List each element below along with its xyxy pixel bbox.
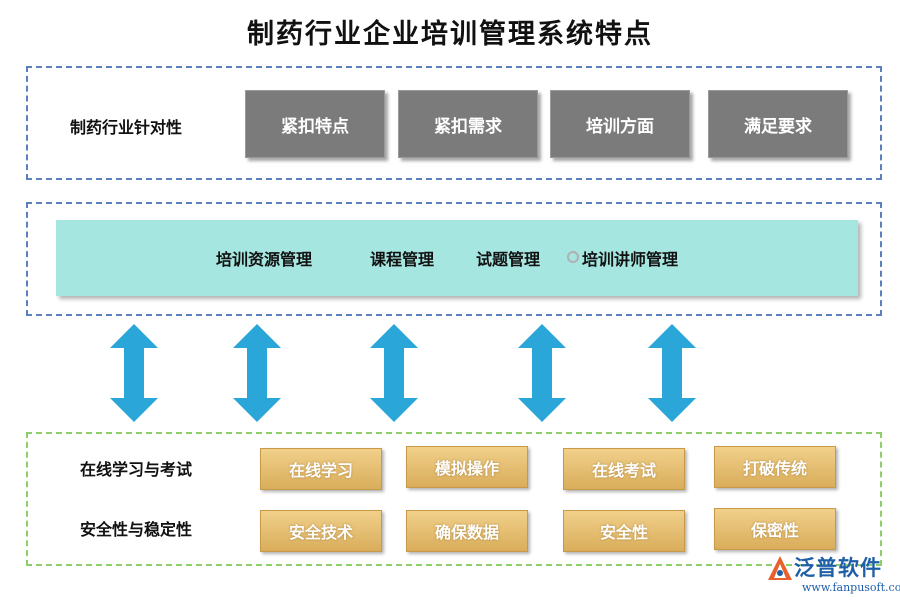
section-features (26, 432, 882, 566)
feature-online-learning: 在线学习 (260, 448, 382, 490)
row2-label: 安全性与稳定性 (80, 520, 193, 539)
double-arrow-icon (648, 324, 696, 422)
section1-label: 制药行业针对性 (70, 118, 183, 137)
feature-security-tech: 安全技术 (260, 510, 382, 552)
double-arrow-icon (110, 324, 158, 422)
section-management-modules (26, 202, 882, 316)
feature-online-exam: 在线考试 (563, 448, 685, 490)
feature-security: 安全性 (563, 510, 685, 552)
row1-label: 在线学习与考试 (80, 460, 193, 479)
feature-simulation: 模拟操作 (406, 446, 528, 488)
logo-mark-icon (768, 556, 792, 580)
feature-box-1: 紧扣特点 (245, 90, 385, 158)
feature-box-4: 满足要求 (708, 90, 848, 158)
page-title: 制药行业企业培训管理系统特点 (247, 19, 653, 50)
feature-box-3: 培训方面 (550, 90, 690, 158)
feature-break-tradition: 打破传统 (714, 446, 836, 488)
feature-confidentiality: 保密性 (714, 508, 836, 550)
logo-name: 泛普软件 (794, 556, 882, 580)
module-training-resources: 培训资源管理 (216, 250, 313, 269)
feature-box-2: 紧扣需求 (398, 90, 538, 158)
double-arrow-icon (370, 324, 418, 422)
module-exam-questions: 试题管理 (476, 250, 541, 269)
modules-bar (56, 220, 858, 296)
brand-logo: 泛普软件 www.fanpusoft.com (766, 552, 900, 598)
module-instructors: 培训讲师管理 (582, 250, 679, 269)
refresh-icon (567, 251, 579, 263)
double-arrow-icon (233, 324, 281, 422)
logo-url: www.fanpusoft.com (802, 581, 900, 594)
module-course: 课程管理 (370, 250, 435, 269)
double-arrow-icon (518, 324, 566, 422)
section-industry-targeting (26, 66, 882, 180)
feature-ensure-data: 确保数据 (406, 510, 528, 552)
